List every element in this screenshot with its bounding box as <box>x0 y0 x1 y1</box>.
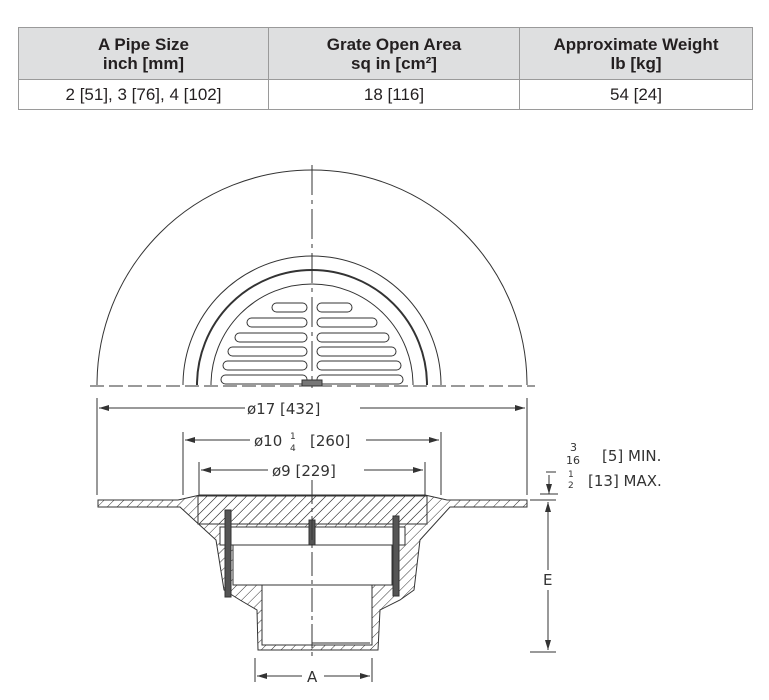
label-a: A <box>307 668 318 686</box>
grate-slots <box>220 302 404 385</box>
label-e: E <box>543 571 552 589</box>
grate-lock <box>301 379 323 387</box>
header-line2: lb [kg] <box>610 53 662 73</box>
dim-mid-diameter: ø10 <box>254 432 282 450</box>
dim-outer-diameter: ø17 [432] <box>247 400 320 418</box>
header-line2: sq in [cm²] <box>351 53 437 73</box>
cell-grate-open-area: 18 [116] <box>268 79 520 110</box>
frac-den: 4 <box>290 444 296 454</box>
header-line1: Approximate Weight <box>553 34 719 54</box>
table-row: 2 [51], 3 [76], 4 [102] 18 [116] 54 [24] <box>18 79 753 110</box>
max-label: [13] MAX. <box>588 472 662 490</box>
header-line1: A Pipe Size <box>97 34 189 54</box>
section-view <box>97 480 528 660</box>
dim-inner-diameter: ø9 [229] <box>272 462 336 480</box>
dim-mid-mm: [260] <box>310 432 350 450</box>
max-frac-num: 1 <box>568 470 574 480</box>
header-line2: inch [mm] <box>102 53 185 73</box>
min-label: [5] MIN. <box>602 447 661 465</box>
header-line1: Grate Open Area <box>326 34 462 54</box>
min-frac-num: 3 <box>570 441 577 454</box>
cell-pipe-size: 2 [51], 3 [76], 4 [102] <box>18 79 269 110</box>
dimensions <box>96 398 558 682</box>
min-frac-den: 16 <box>566 454 580 467</box>
cell-weight: 54 [24] <box>519 79 753 110</box>
frac-num: 1 <box>290 432 296 442</box>
max-frac-den: 2 <box>568 481 574 491</box>
bolt-right <box>392 515 400 597</box>
bolt-left <box>224 509 232 598</box>
plan-view <box>90 165 535 388</box>
